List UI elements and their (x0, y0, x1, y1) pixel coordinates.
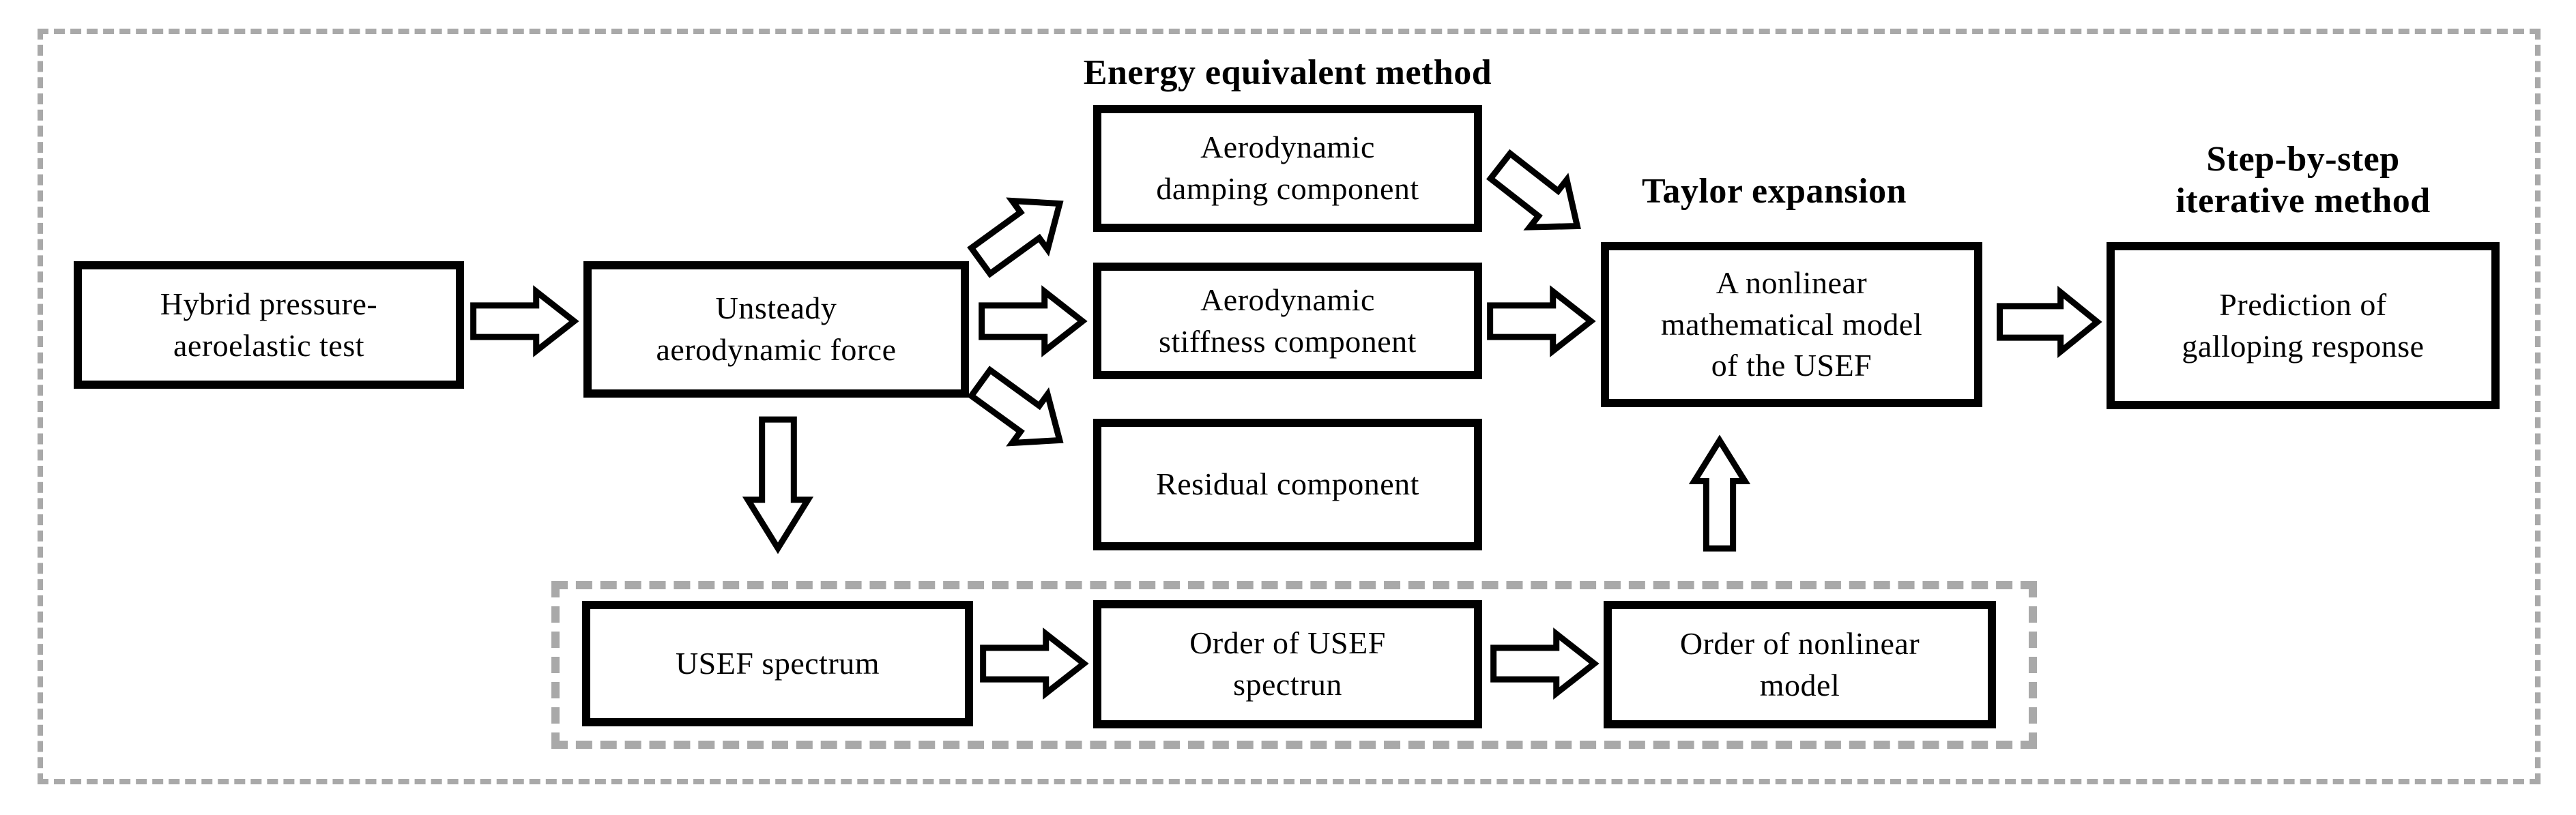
box-text-line1: Aerodynamic (1200, 282, 1375, 317)
box-text-line1: Aerodynamic (1200, 130, 1375, 165)
box-text-line2: aerodynamic force (656, 332, 897, 367)
arrow-unsteady-to-stiffness (979, 289, 1085, 353)
box-text-line1: Unsteady (715, 291, 837, 326)
label-taylor-expansion: Taylor expansion (1556, 171, 1993, 212)
box-residual-component: Residual component (1093, 419, 1482, 550)
label-text-line2: iterative method (2175, 181, 2431, 221)
arrow-unsteady-to-usef-spectrum (746, 417, 811, 552)
box-text-line2: aeroelastic test (173, 327, 365, 363)
box-aerodynamic-stiffness-component: Aerodynamic stiffness component (1093, 263, 1482, 379)
box-order-of-usef-spectrum: Order of USEF spectrun (1093, 600, 1482, 728)
box-unsteady-aerodynamic-force: Unsteady aerodynamic force (583, 261, 969, 398)
box-text-line1: USEF spectrum (675, 645, 880, 681)
box-text-line1: Residual component (1156, 466, 1419, 502)
box-order-of-nonlinear-model: Order of nonlinear model (1604, 601, 1996, 728)
label-step-by-step-iterative-method: Step-by-step iterative method (2098, 138, 2508, 222)
box-aerodynamic-damping-component: Aerodynamic damping component (1093, 105, 1482, 232)
arrow-order-nonlinear-to-nonlinear-model (1692, 438, 1747, 551)
arrow-usef-spectrum-to-order-usef (981, 632, 1086, 696)
label-text: Taylor expansion (1641, 172, 1907, 211)
label-text: Energy equivalent method (1083, 53, 1492, 92)
label-energy-equivalent-method: Energy equivalent method (1015, 52, 1561, 93)
box-text-line1: Order of USEF (1189, 625, 1386, 661)
box-prediction-of-galloping-response: Prediction of galloping response (2107, 242, 2500, 409)
arrow-hybrid-to-unsteady (471, 289, 577, 353)
box-usef-spectrum: USEF spectrum (582, 601, 973, 726)
spectrum-order-dashed-group (551, 581, 2037, 749)
box-hybrid-pressure-aeroelastic-test: Hybrid pressure- aeroelastic test (74, 261, 464, 389)
box-text-line1: A nonlinear (1716, 265, 1868, 300)
box-text-line1: Order of nonlinear (1679, 625, 1920, 661)
arrow-stiffness-to-nonlinear-model (1488, 289, 1593, 353)
arrow-unsteady-to-damping (959, 176, 1080, 288)
outer-dashed-border (38, 29, 2541, 784)
arrow-order-usef-to-order-nonlinear (1491, 632, 1597, 696)
box-text-line2: spectrun (1233, 667, 1342, 702)
arrow-nonlinear-model-to-prediction (1997, 290, 2100, 354)
box-text-line1: Prediction of (2219, 286, 2387, 322)
box-text-line2: mathematical model (1660, 306, 1923, 342)
arrow-damping-to-nonlinear-model (1479, 139, 1600, 253)
box-text-line2: galloping response (2182, 328, 2425, 364)
box-text-line1: Hybrid pressure- (160, 286, 378, 321)
box-text-line2: stiffness component (1159, 323, 1417, 359)
box-text-line2: damping component (1156, 171, 1419, 206)
arrow-unsteady-to-residual (959, 355, 1080, 468)
box-text-line3: of the USEF (1711, 348, 1872, 383)
box-text-line2: model (1759, 667, 1840, 702)
box-nonlinear-mathematical-model-of-usef: A nonlinear mathematical model of the US… (1601, 242, 1982, 407)
label-text-line1: Step-by-step (2206, 140, 2400, 179)
